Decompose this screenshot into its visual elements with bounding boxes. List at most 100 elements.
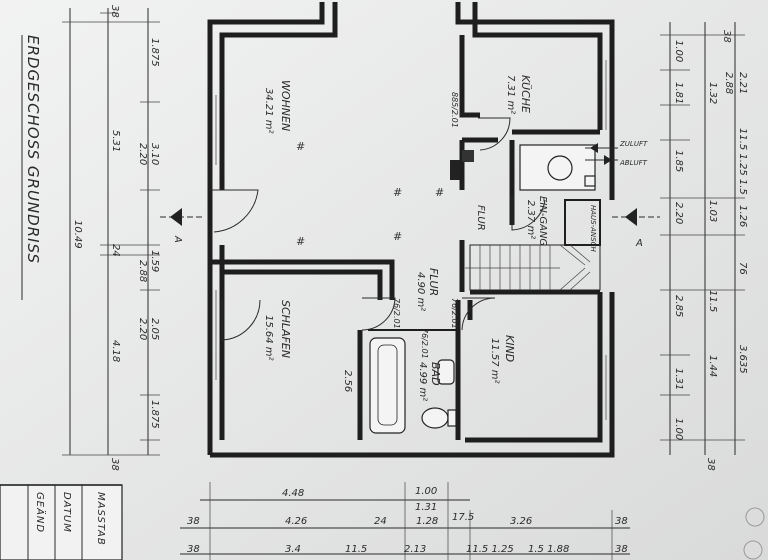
outer-walls <box>207 2 615 458</box>
dim-right-j: 1.26 <box>737 205 748 227</box>
title-block-masstab: MASSTAB <box>95 492 106 546</box>
zuluft-label: ZULUFT <box>619 140 648 148</box>
dim-left-seg-g: 1.875 <box>149 400 160 429</box>
right-dimensions <box>660 22 745 455</box>
room-kind-name: KIND <box>503 335 516 362</box>
bathroom-fixtures <box>369 337 457 434</box>
dim-bottom-row3-g: 38 <box>615 544 628 555</box>
title-block <box>0 484 123 560</box>
dim-right-m: 2.85 <box>673 295 684 317</box>
dim-bottom-row2-d: 1.28 <box>416 516 438 527</box>
dim-right-h: 1.03 <box>707 200 718 222</box>
room-bad-name: BAD <box>429 362 442 386</box>
windows <box>215 60 607 420</box>
dim-left-lower: 4.18 <box>110 340 121 362</box>
room-wohnen-area: 34.21 m² <box>263 88 274 134</box>
dim-right-k: 76 <box>737 262 748 275</box>
dim-right-o: 1.31 <box>673 368 684 390</box>
left-dimensions <box>62 8 160 456</box>
dim-left-seg-b: 3.10 <box>149 143 160 165</box>
dim-left-outer-bottom: 38 <box>109 458 120 471</box>
title-block-geaend: GEÄND <box>34 492 47 533</box>
room-labels: WOHNEN 34.21 m² KÜCHE 7.31 m² SCHLAFEN 1… <box>263 75 597 401</box>
door-tags: 885/2.01 76/2.01 76/2.01 76/2.01 <box>392 92 459 359</box>
punch-hole-upper <box>745 507 765 527</box>
dim-bottom-row2-c: 24 <box>374 516 387 527</box>
room-flur-area: 4.90 m² <box>415 272 426 311</box>
kitchen-fixtures <box>450 144 596 191</box>
door-tag-kind: 76/2.01 <box>450 298 459 329</box>
svg-text:#: # <box>393 186 402 199</box>
room-flur2-name: FLUR <box>475 205 486 231</box>
svg-text:#: # <box>393 230 402 243</box>
room-eingang-area: 2.37 m² <box>525 200 536 239</box>
dim-left-seg-h: 2.88 <box>137 260 148 282</box>
dim-left-seg-a: 1.875 <box>149 38 160 67</box>
dim-right-b: 2.88 <box>723 72 734 94</box>
room-kueche-name: KÜCHE <box>519 75 532 113</box>
dim-right-i: 2.20 <box>673 202 684 224</box>
dim-bottom-row2-f: 3.26 <box>510 516 532 527</box>
dim-right-a: 2.21 <box>737 72 748 94</box>
title-block-datum: DATUM <box>61 492 72 533</box>
dim-right-q: 1.00 <box>673 418 684 440</box>
dim-bottom-row3-c: 11.5 <box>345 544 367 555</box>
dim-left-seg-f: 2.20 <box>137 318 148 340</box>
dim-bottom-row3-b: 3.4 <box>285 544 301 555</box>
section-label-right: A <box>635 238 643 249</box>
dim-right-top: 38 <box>721 30 732 43</box>
room-eingang-name: EIN-GANG <box>537 196 548 246</box>
room-schlafen-name: SCHLAFEN <box>279 300 292 358</box>
section-marker-left <box>160 208 205 226</box>
dim-right-c: 1.00 <box>673 40 684 62</box>
room-hausanschluss: HAUS-ANSCH <box>589 205 597 253</box>
section-label-left: A <box>172 235 183 243</box>
dim-right-d: 1.32 <box>707 82 718 104</box>
dim-bottom-row2-e: 17.5 <box>452 512 474 523</box>
staircase <box>465 244 601 291</box>
door-tag-bad: 76/2.01 <box>420 328 429 359</box>
dim-right-g: 1.85 <box>673 150 684 172</box>
dim-left-seg-c: 2.20 <box>137 143 148 165</box>
dim-right-e: 1.81 <box>673 82 684 104</box>
dim-right-f: 11.5 1.25 1.5 <box>737 128 748 195</box>
dim-right-p: 3.635 <box>737 345 748 374</box>
room-schlafen-area: 15.64 m² <box>263 315 274 361</box>
dim-schlafen-height: 2.56 <box>342 370 353 392</box>
grid-markers: # # # # # <box>296 140 444 248</box>
dim-bottom-row2-g: 38 <box>615 516 628 527</box>
dim-bottom-row1-b: 1.00 <box>415 486 437 497</box>
dim-right-bottom: 38 <box>705 458 716 471</box>
dim-bottom-row2-a: 38 <box>187 516 200 527</box>
doors <box>210 117 546 341</box>
dim-bottom-row1-a: 4.48 <box>282 488 304 499</box>
dim-left-upper: 5.31 <box>110 130 121 152</box>
section-marker-right <box>612 208 660 226</box>
room-kind-area: 11.57 m² <box>489 338 500 384</box>
dim-left-total: 10.49 <box>72 220 83 249</box>
dim-bottom-row3-f: 1.5 1.88 <box>528 544 569 555</box>
dim-right-l: 11.5 <box>707 290 718 312</box>
dim-bottom-row2-b: 4.26 <box>285 516 307 527</box>
dim-bottom-row3-a: 38 <box>187 544 200 555</box>
dim-left-mid: 24 <box>110 244 121 257</box>
room-bad-area: 4.99 m² <box>417 362 428 401</box>
dim-bottom-row3-d: 2.13 <box>404 544 426 555</box>
room-flur-name: FLUR <box>427 268 440 296</box>
room-wohnen-name: WOHNEN <box>279 80 292 131</box>
punch-hole-lower <box>743 540 763 560</box>
dim-left-seg-d: 1.59 <box>149 250 160 272</box>
svg-text:#: # <box>296 235 305 248</box>
ventilation-arrows <box>585 143 618 165</box>
door-tag-kitchen: 885/2.01 <box>450 92 459 128</box>
dim-right-n: 1.44 <box>707 355 718 377</box>
bottom-dimensions <box>180 482 630 560</box>
abluft-label: ABLUFT <box>619 159 648 167</box>
dim-bottom-row3-e: 11.5 1.25 <box>466 544 514 555</box>
svg-text:#: # <box>435 186 444 199</box>
dim-left-outer-top: 38 <box>109 5 120 18</box>
svg-text:#: # <box>296 140 305 153</box>
dim-bottom-row1-c: 1.31 <box>415 502 437 513</box>
